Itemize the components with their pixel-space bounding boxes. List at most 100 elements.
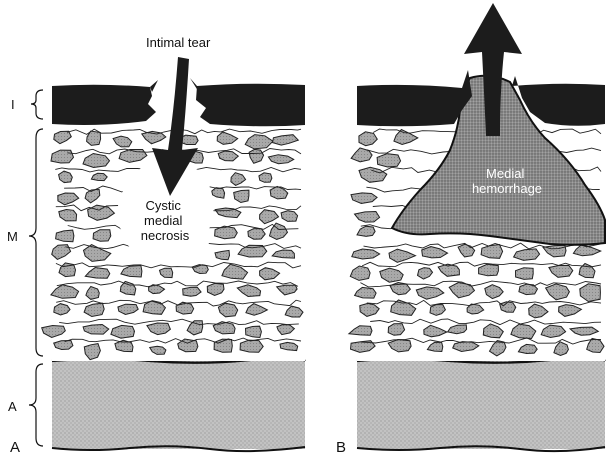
medial-cell — [586, 337, 605, 354]
adventitia-bracket — [28, 363, 44, 447]
medial-cell — [245, 303, 269, 316]
elastic-fiber — [363, 242, 601, 250]
medial-cell — [158, 267, 174, 279]
intima-label: I — [11, 97, 15, 112]
medial-cell — [57, 192, 80, 206]
adventitia-layer — [357, 361, 605, 449]
medial-cell — [423, 324, 448, 338]
intima-layer-right — [196, 83, 305, 127]
medial-cell — [230, 172, 247, 186]
intima-layer-left — [357, 70, 472, 127]
medial-cell — [478, 263, 499, 277]
medial-cell — [484, 284, 504, 300]
medial-cell — [217, 150, 240, 162]
medial-cell — [41, 324, 66, 339]
medial-cell — [269, 185, 289, 200]
medial-cell — [82, 323, 110, 335]
medial-cell — [572, 244, 602, 257]
elastic-fiber — [370, 318, 602, 326]
panel-a-label: A — [10, 439, 20, 456]
medial-cell — [568, 326, 600, 336]
medial-cell — [347, 325, 373, 336]
cystic-necrosis-label: Cystic medial necrosis — [141, 198, 190, 243]
medial-cell — [53, 339, 74, 351]
panel-b-label: B — [336, 439, 346, 456]
medial-cell — [488, 340, 507, 357]
medial-cell — [272, 134, 300, 146]
medial-cell — [244, 134, 274, 150]
medial-cell — [237, 244, 268, 258]
elastic-fiber — [56, 299, 302, 307]
medial-cell — [259, 209, 280, 225]
medial-cell — [359, 302, 380, 317]
medial-cell — [83, 343, 101, 361]
intimal-tear-arrow — [152, 57, 198, 196]
medial-cell — [82, 152, 111, 169]
medial-cell — [212, 321, 236, 335]
medial-cell — [259, 267, 281, 281]
medial-hemorrhage-region — [390, 74, 606, 246]
medial-cell — [55, 229, 75, 243]
medial-cell — [214, 249, 231, 261]
medial-cell — [558, 304, 583, 317]
hemorrhage-exit-arrow — [464, 3, 522, 136]
medial-cells — [347, 128, 605, 357]
medial-cell — [280, 210, 299, 222]
medial-cell — [146, 322, 172, 336]
elastic-fiber — [366, 299, 602, 307]
medial-cell — [388, 248, 417, 263]
medial-cell — [140, 130, 167, 145]
medial-cell — [50, 149, 75, 164]
medial-cell — [267, 154, 295, 165]
medial-cell — [53, 130, 72, 145]
medial-cell — [271, 249, 296, 259]
medial-cell — [349, 265, 371, 281]
medial-cell — [499, 301, 517, 313]
elastic-fiber — [55, 261, 302, 269]
medial-cell — [350, 192, 378, 205]
medial-cell — [279, 341, 299, 352]
medial-cell — [349, 340, 376, 353]
medial-cell — [351, 248, 381, 260]
medial-cell — [214, 225, 238, 240]
medial-cell — [379, 267, 404, 283]
medial-cell — [376, 153, 402, 168]
media-bracket — [28, 128, 44, 357]
medial-cell — [142, 300, 167, 315]
medial-cell — [540, 324, 567, 339]
elastic-fiber — [56, 280, 299, 288]
medial-cell — [353, 286, 377, 299]
intima-layer-left — [52, 84, 156, 125]
medial-cell — [58, 170, 73, 184]
media-label: M — [7, 229, 18, 244]
adventitia-layer — [52, 361, 305, 449]
medial-cell — [437, 263, 460, 277]
medial-cell — [84, 266, 111, 279]
medial-cell — [110, 324, 136, 339]
layer-brackets — [28, 89, 44, 447]
medial-cell — [53, 303, 71, 316]
medial-cell — [415, 286, 445, 300]
medial-cell — [86, 130, 102, 146]
medial-cell — [175, 301, 195, 315]
medial-cell — [466, 303, 485, 315]
medial-cell — [120, 264, 143, 278]
medial-cell — [482, 323, 504, 339]
medial-cell — [85, 285, 100, 300]
medial-cell — [429, 303, 447, 316]
elastic-fiber — [59, 318, 299, 326]
medial-cell — [58, 208, 78, 222]
medial-cell — [239, 339, 264, 353]
medial-cell — [244, 325, 262, 339]
elastic-fiber — [360, 280, 602, 288]
medial-cell — [517, 343, 538, 355]
elastic-fiber — [361, 261, 602, 268]
medial-cell — [284, 305, 304, 318]
medial-cell — [275, 284, 298, 296]
panel-a: Cystic medial necrosis Intimal tear A — [10, 35, 306, 456]
medial-cell — [421, 245, 449, 259]
medial-cell — [206, 282, 225, 297]
medial-cell — [268, 222, 289, 241]
medial-cell — [510, 323, 537, 340]
